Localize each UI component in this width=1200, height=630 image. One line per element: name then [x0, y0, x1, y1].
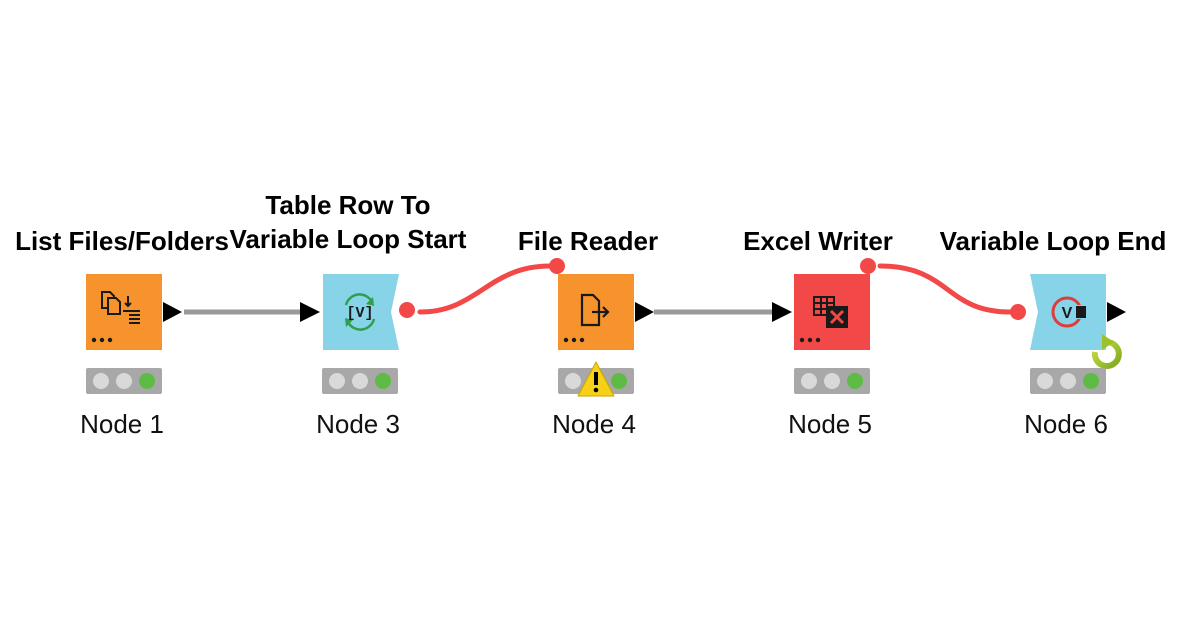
node-title: List Files/Folders	[15, 226, 229, 256]
connection-node1-node3[interactable]	[184, 302, 320, 322]
loop-end-variable-icon: V	[1051, 296, 1088, 328]
excel-writer-icon	[813, 296, 848, 328]
node-label[interactable]: Node 4	[552, 409, 636, 439]
node-label[interactable]: Node 5	[788, 409, 872, 439]
node-1[interactable]	[86, 274, 182, 350]
output-port[interactable]	[635, 302, 654, 322]
node-title: Table Row To Variable Loop Start	[229, 190, 467, 254]
node-menu-dots-icon[interactable]	[563, 337, 585, 343]
status-indicator-node-5	[794, 368, 870, 394]
flow-variable-input-port[interactable]	[1010, 304, 1026, 320]
node-label[interactable]: Node 3	[316, 409, 400, 439]
connection-node4-node5[interactable]	[654, 302, 792, 322]
node-3[interactable]: [V]	[323, 274, 415, 350]
flow-variable-connection-node3-node4[interactable]	[417, 263, 553, 315]
loop-arrow-icon	[1091, 334, 1122, 369]
node-title: Excel Writer	[743, 226, 893, 256]
node-title: File Reader	[517, 226, 659, 256]
svg-text:[V]: [V]	[346, 305, 373, 322]
node-title: Variable Loop End	[939, 226, 1167, 256]
flow-variable-output-port[interactable]	[860, 258, 876, 274]
flow-variable-input-port[interactable]	[549, 258, 565, 274]
node-label[interactable]: Node 6	[1024, 409, 1108, 439]
node-menu-dots-icon[interactable]	[91, 337, 113, 343]
status-indicator-node-3	[322, 368, 398, 394]
node-5[interactable]	[794, 258, 876, 350]
node-label[interactable]: Node 1	[80, 409, 164, 439]
file-reader-icon	[580, 293, 610, 327]
output-port[interactable]	[163, 302, 182, 322]
node-menu-dots-icon[interactable]	[799, 337, 821, 343]
node-6[interactable]: V	[1010, 274, 1126, 369]
output-port[interactable]	[1107, 302, 1126, 322]
svg-text:V: V	[1062, 305, 1073, 322]
node-4[interactable]	[549, 258, 654, 350]
flow-variable-output-port[interactable]	[399, 302, 415, 318]
flow-variable-connection-node5-node6[interactable]	[877, 263, 1013, 315]
file-list-icon	[101, 291, 140, 324]
status-indicator-node-6	[1030, 368, 1106, 394]
status-indicator-node-1	[86, 368, 162, 394]
loop-variable-icon: [V]	[344, 293, 376, 331]
warning-icon[interactable]	[577, 361, 615, 397]
